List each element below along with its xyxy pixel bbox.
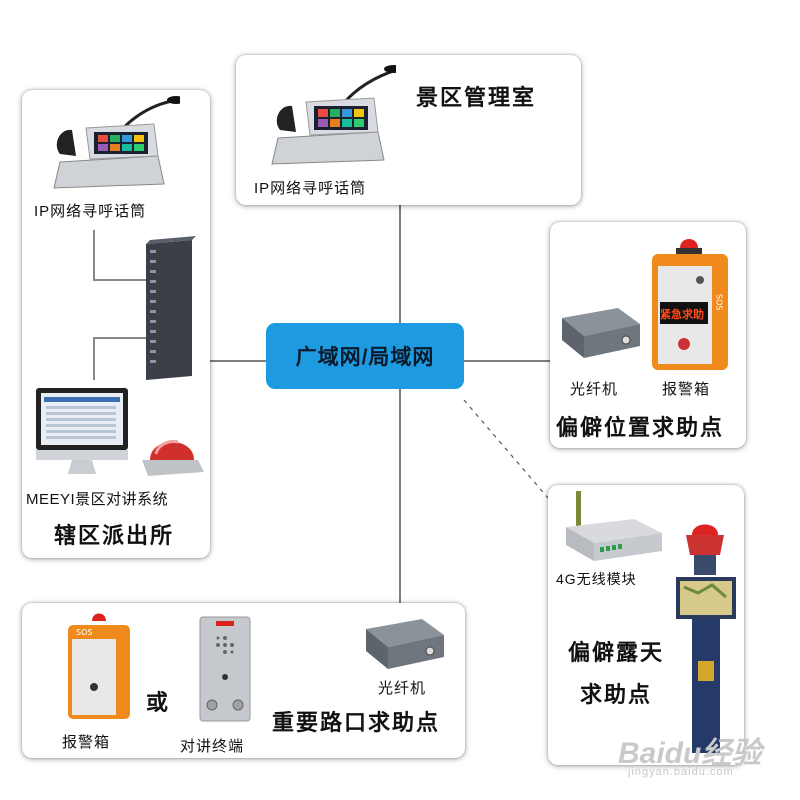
svg-text:SOS: SOS bbox=[76, 628, 92, 637]
wireless-module-label: 4G无线模块 bbox=[556, 571, 637, 587]
computer-monitor-icon bbox=[36, 388, 128, 474]
intercom-system-label: MEEYI景区对讲系统 bbox=[26, 491, 169, 508]
or-label: 或 bbox=[146, 690, 171, 715]
police-mic-label: IP网络寻呼话筒 bbox=[34, 203, 147, 220]
network-hub-label: 广域网/局域网 bbox=[295, 346, 435, 369]
watermark-url: jingyan.baidu.com bbox=[628, 766, 734, 778]
network-hub: 广域网/局域网 bbox=[266, 323, 464, 389]
remote-alarm-label: 报警箱 bbox=[662, 381, 711, 398]
outdoor-help-point-card: 4G无线模块 偏僻露天 求助点 bbox=[548, 485, 744, 765]
svg-text:SOS: SOS bbox=[715, 294, 724, 310]
paging-microphone-icon bbox=[271, 65, 396, 165]
intercom-terminal-label: 对讲终端 bbox=[180, 738, 245, 755]
intersection-fiber-label: 光纤机 bbox=[378, 680, 427, 697]
watermark-logo: Baidu经验 bbox=[618, 737, 762, 770]
intercom-terminal-icon bbox=[199, 616, 251, 722]
intersection-help-point-card: SOS 报警箱 或 对讲终端 光纤机 重要路口求助点 bbox=[22, 603, 465, 758]
wireless-module-icon bbox=[566, 491, 662, 561]
police-station-title: 辖区派出所 bbox=[54, 523, 175, 548]
alarm-box-icon: SOS bbox=[652, 239, 728, 370]
intersection-alarm-label: 报警箱 bbox=[62, 734, 111, 751]
management-mic-label: IP网络寻呼话筒 bbox=[254, 180, 367, 197]
help-kiosk-icon bbox=[676, 524, 736, 753]
alarm-screen-text: 紧急求助 bbox=[660, 309, 704, 321]
network-switch-icon bbox=[93, 230, 196, 380]
management-room-card: 景区管理室 IP网络寻呼话筒 bbox=[236, 55, 581, 205]
remote-fiber-label: 光纤机 bbox=[570, 381, 619, 398]
intersection-title: 重要路口求助点 bbox=[272, 710, 441, 735]
remote-help-point-title: 偏僻位置求助点 bbox=[556, 415, 725, 440]
management-room-title: 景区管理室 bbox=[416, 85, 537, 110]
alarm-light-icon bbox=[142, 440, 204, 476]
outdoor-title-line2: 求助点 bbox=[580, 682, 653, 707]
paging-microphone-icon bbox=[53, 96, 180, 189]
remote-help-point-card: SOS 紧急求助 光纤机 报警箱 偏僻位置求助点 bbox=[550, 222, 746, 448]
outdoor-title-line1: 偏僻露天 bbox=[568, 640, 665, 665]
fiber-transceiver-icon bbox=[562, 308, 640, 358]
fiber-transceiver-icon bbox=[366, 619, 444, 669]
police-station-card: IP网络寻呼话筒 MEEYI景区对讲系统 辖区派出所 bbox=[22, 90, 210, 558]
alarm-box-icon: SOS bbox=[68, 613, 130, 719]
